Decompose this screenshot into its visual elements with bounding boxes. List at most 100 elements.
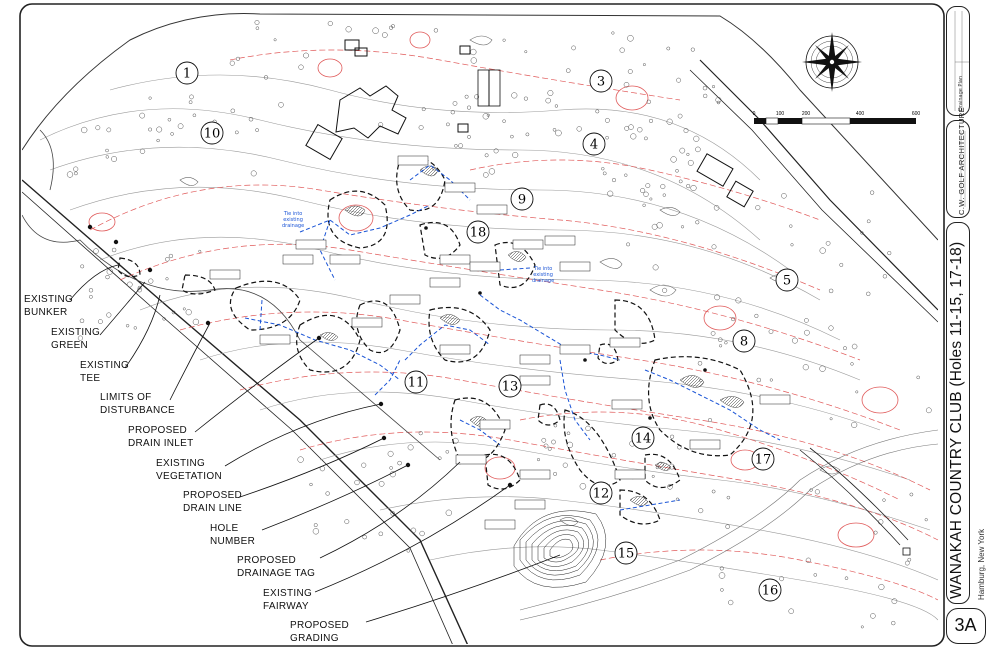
tree-symbol — [502, 38, 506, 42]
sheet-number-box: 3A — [946, 608, 986, 644]
tree-symbol — [624, 173, 628, 177]
tree-symbol — [714, 294, 721, 301]
tree-symbol — [870, 613, 876, 619]
tree-symbol — [718, 337, 723, 342]
tree-symbol — [789, 224, 793, 228]
tree-symbol — [924, 518, 928, 522]
hole-number-label: 14 — [635, 432, 652, 447]
tree-symbol — [397, 460, 402, 466]
tree-symbol — [309, 482, 313, 487]
tree-symbol — [525, 132, 530, 137]
tree-symbol — [646, 99, 651, 104]
sheet-number: 3A — [954, 615, 977, 635]
hole-number-label: 12 — [593, 487, 610, 502]
tree-symbol — [814, 489, 820, 495]
legend-proposed-drain-inlet: PROPOSED DRAIN INLET — [128, 425, 194, 449]
scale-tick-label: 200 — [802, 111, 811, 117]
tree-symbol — [248, 116, 254, 122]
tree-symbol — [718, 572, 726, 579]
tree-symbol — [433, 28, 439, 33]
hole-number-9: 9 — [510, 187, 534, 211]
tree-symbol — [105, 148, 109, 153]
tree-symbol — [626, 242, 631, 247]
tree-symbol — [702, 85, 708, 91]
tree-symbol — [670, 156, 677, 163]
tree-symbol — [887, 251, 892, 256]
tree-symbol — [703, 93, 708, 99]
tree-symbol — [389, 25, 394, 30]
tree-symbol — [843, 346, 847, 351]
tree-symbol — [454, 144, 458, 148]
tree-symbol — [566, 441, 574, 449]
tree-symbol — [611, 31, 615, 35]
tree-symbol — [452, 101, 458, 106]
tree-symbol — [418, 125, 424, 130]
tree-symbol — [445, 509, 452, 516]
scale-tick-label: 0 — [753, 111, 756, 117]
tree-symbol — [690, 47, 695, 52]
tree-symbol — [167, 117, 172, 122]
tree-symbol — [523, 96, 528, 101]
tree-symbol — [595, 109, 600, 114]
tree-symbol — [728, 599, 734, 606]
legend-existing-vegetation: EXISTING VEGETATION — [156, 458, 222, 482]
tree-symbol — [707, 418, 713, 423]
tree-symbol — [524, 50, 528, 54]
tree-symbol — [686, 184, 691, 189]
tree-symbol — [325, 491, 330, 496]
tree-symbol — [111, 247, 117, 253]
tree-symbol — [851, 421, 858, 428]
tree-symbol — [697, 361, 703, 366]
tree-symbol — [643, 191, 649, 197]
road-edge-west — [22, 179, 469, 644]
legend-proposed-grading: PROPOSED GRADING — [290, 620, 350, 644]
tree-symbol — [839, 262, 844, 267]
tree-symbol — [804, 318, 809, 323]
tree-symbol — [652, 264, 659, 271]
legend-proposed-drainage-tag: PROPOSED DRAINAGE TAG — [237, 555, 316, 579]
tree-symbol — [724, 341, 728, 345]
tree-symbol — [805, 557, 812, 563]
tree-symbol — [860, 231, 864, 235]
tree-symbol — [192, 318, 200, 326]
tree-symbol — [585, 425, 591, 432]
firm-info-lines — [960, 131, 966, 207]
hole-number-label: 18 — [470, 226, 487, 241]
tree-symbol — [802, 364, 809, 371]
hole-number-1: 1 — [175, 61, 199, 85]
tree-symbol — [649, 197, 653, 201]
tree-symbol — [860, 625, 864, 629]
tree-symbol — [488, 168, 496, 175]
tree-symbol — [254, 20, 260, 25]
tree-symbol — [418, 431, 423, 436]
tree-symbol — [642, 203, 646, 207]
tree-symbol — [675, 497, 680, 501]
tree-symbol — [680, 225, 685, 229]
tree-symbol — [825, 240, 831, 246]
tree-symbol — [690, 184, 697, 192]
road-edge-east — [699, 59, 938, 311]
tree-symbol — [627, 35, 634, 42]
tree-symbol — [298, 64, 304, 70]
tree-symbol — [89, 294, 93, 299]
tree-symbol — [502, 119, 506, 123]
scale-tick-label: 400 — [856, 111, 865, 117]
hole-number-label: 10 — [204, 127, 221, 142]
tree-symbol — [182, 307, 186, 311]
tree-symbol — [662, 287, 668, 293]
tree-symbol — [493, 148, 499, 154]
tree-symbol — [878, 519, 884, 525]
tree-symbol — [273, 38, 277, 42]
tree-symbol — [419, 530, 425, 537]
legend-existing-green: EXISTING GREEN — [51, 327, 101, 351]
tree-symbol — [651, 474, 655, 478]
tree-symbol — [77, 335, 83, 341]
hole-number-13: 13 — [498, 374, 522, 398]
scale-tick-label: 100 — [776, 111, 785, 117]
tree-symbol — [545, 97, 551, 104]
tree-symbol — [755, 205, 761, 211]
tree-symbol — [470, 57, 477, 64]
tree-symbol — [630, 133, 637, 140]
tree-symbol — [768, 329, 774, 334]
